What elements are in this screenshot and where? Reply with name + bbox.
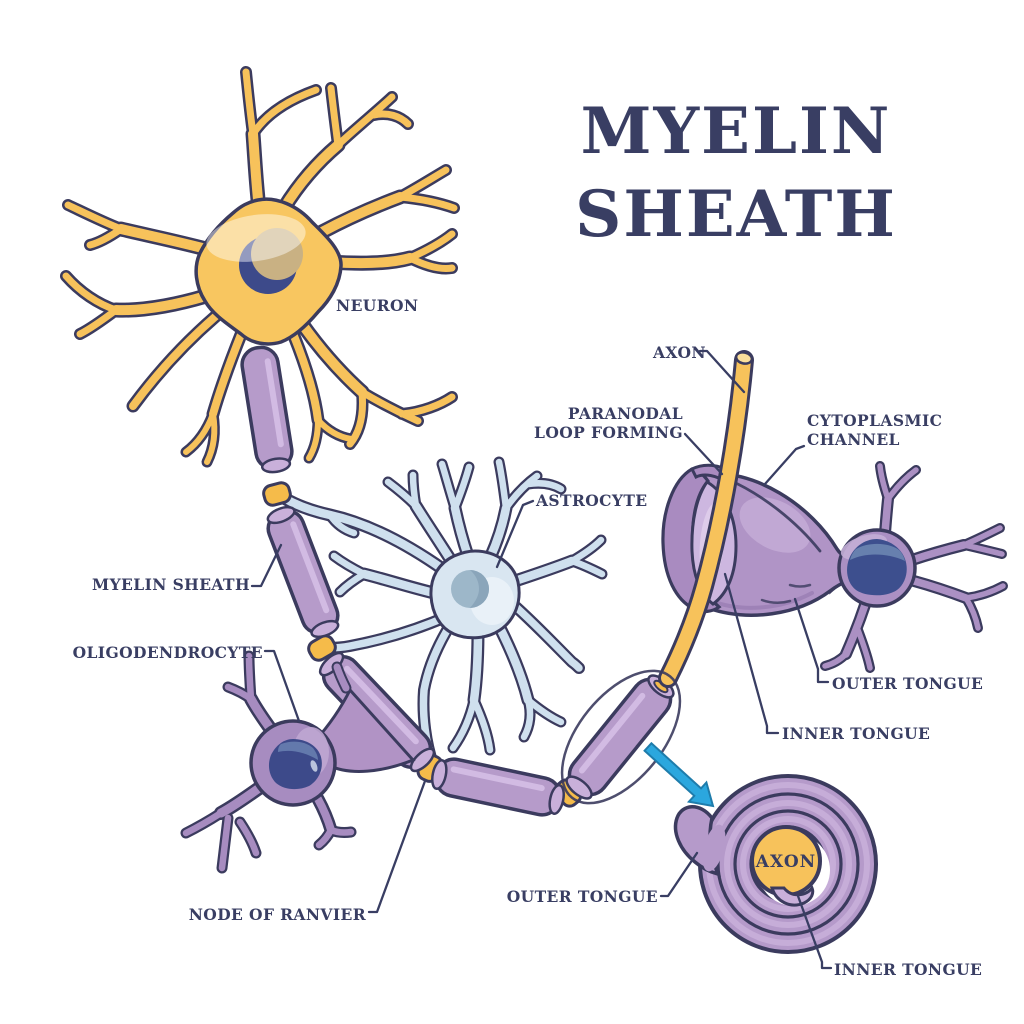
- oligodendrocyte-cell: [180, 650, 416, 874]
- axon-tip: [734, 351, 754, 365]
- myelinated-axon-chain: [240, 345, 675, 817]
- pointer-lines: [250, 349, 833, 970]
- myelin-segment: [431, 757, 565, 817]
- myelin-spiral-cross-section: [673, 774, 878, 954]
- title-line-2: SHEATH: [575, 177, 897, 252]
- funnel-shade-line: [710, 591, 814, 610]
- pointer-node-of-ranvier: [367, 779, 427, 914]
- pointer-astrocyte: [495, 499, 535, 569]
- label-cytoplasmic-channel: CYTOPLASMIC CHANNEL: [807, 411, 942, 449]
- myelin-segment: [565, 674, 675, 800]
- label-outer-tongue-right: OUTER TONGUE: [832, 674, 984, 693]
- label-astrocyte: ASTROCYTE: [536, 491, 648, 510]
- cytoplasmic-channel-line: [725, 477, 822, 553]
- label-cytoplasmic-line1: CYTOPLASMIC: [807, 411, 943, 430]
- inner-tongue-notch: [769, 884, 815, 907]
- neuron-body-highlight: [206, 214, 306, 262]
- label-neuron: NEURON: [336, 296, 419, 315]
- label-myelin-sheath: MYELIN SHEATH: [92, 575, 250, 594]
- label-cytoplasmic-line2: CHANNEL: [807, 430, 900, 449]
- neuron-nucleolus: [251, 228, 303, 280]
- cut-ellipse: [560, 669, 682, 805]
- title-line-1: MYELIN: [580, 94, 892, 169]
- label-node-of-ranvier: NODE OF RANVIER: [188, 905, 366, 924]
- outer-tongue-seam: [702, 824, 726, 872]
- astrocyte-nucleus-shade: [470, 570, 489, 608]
- funnel-highlight: [739, 497, 811, 553]
- pointer-axon-top: [698, 349, 746, 394]
- pointer-paranodal: [683, 432, 724, 476]
- label-inner-tongue-right: INNER TONGUE: [782, 724, 931, 743]
- oligodendrocyte-nucleus-gleam: [310, 760, 318, 772]
- cross-section-arrow-icon: [643, 741, 715, 808]
- funnel-dash-lines: [760, 583, 812, 604]
- pointer-inner-tongue-bottom: [796, 894, 833, 970]
- label-outer-tongue-bottom: OUTER TONGUE: [506, 887, 658, 906]
- page-title: MYELIN SHEATH: [556, 90, 916, 256]
- pointer-outer-tongue-right: [793, 597, 830, 684]
- oligodendrocyte-nucleus-shade: [278, 741, 318, 760]
- neuron-dendrites: [60, 66, 460, 468]
- axon: [658, 350, 754, 688]
- pointer-inner-tongue-right: [723, 572, 780, 735]
- label-axon: AXON: [652, 343, 706, 362]
- pointer-oligodendrocyte: [263, 649, 301, 723]
- right-cell-nucleus-shade: [850, 543, 905, 561]
- label-paranodal-loop-forming: PARANODAL LOOP FORMING: [534, 404, 683, 442]
- label-oligodendrocyte: OLIGODENDROCYTE: [72, 643, 263, 662]
- pointer-cytoplasmic: [763, 444, 806, 486]
- label-axon-cross-section: AXON: [755, 852, 817, 872]
- neuron-cell: [60, 66, 460, 468]
- label-paranodal-line2: LOOP FORMING: [534, 423, 683, 442]
- label-paranodal-line1: PARANODAL: [567, 404, 683, 423]
- label-inner-tongue-bottom: INNER TONGUE: [834, 960, 983, 979]
- myelin-segment: [240, 345, 294, 474]
- oligodendrocyte-right-cell: [820, 461, 1008, 673]
- myelin-segment: [266, 505, 340, 639]
- pointer-outer-tongue-bottom: [659, 851, 699, 898]
- pointer-myelin-sheath: [250, 543, 283, 588]
